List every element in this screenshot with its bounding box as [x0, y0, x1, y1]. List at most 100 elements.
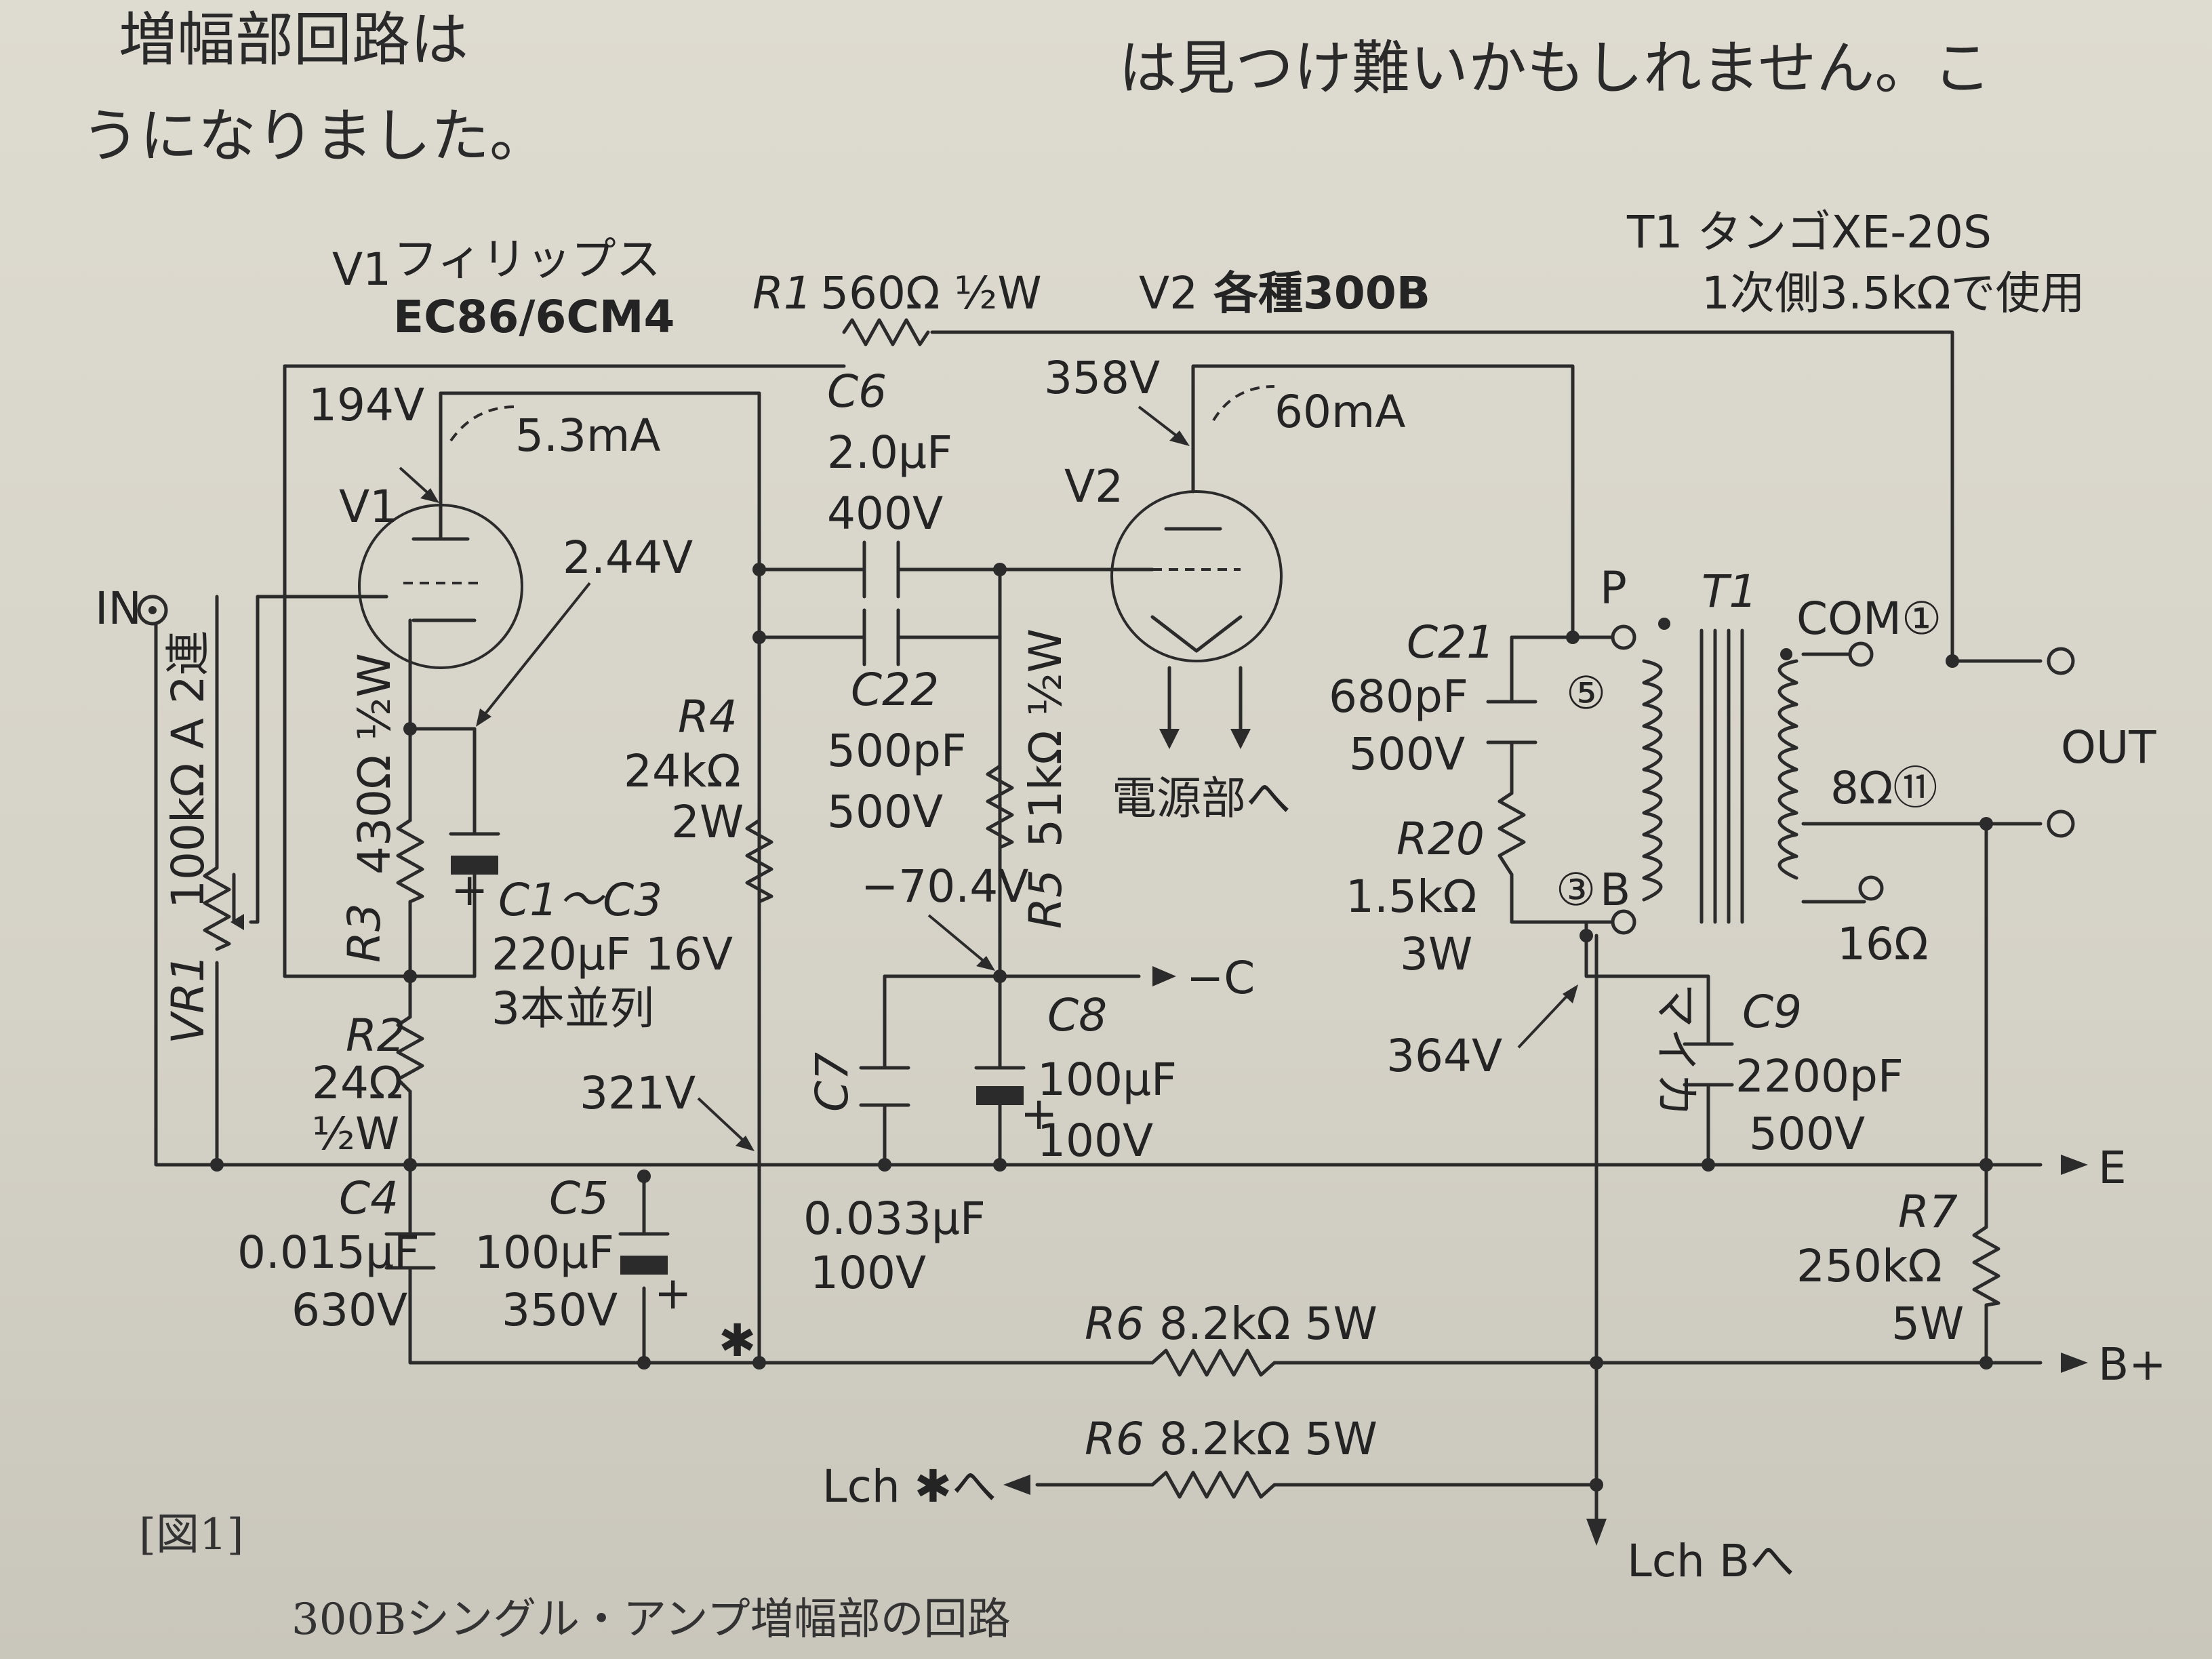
- c8-voltage: 100V: [1037, 1115, 1153, 1167]
- v1-plate-current: 5.3mA: [515, 409, 660, 462]
- r7-value: 250kΩ: [1796, 1240, 1942, 1292]
- t1-pin-5: ⑤: [1566, 667, 1606, 719]
- r7-power: 5W: [1891, 1298, 1964, 1350]
- t1-title: T1 タンゴXE-20S: [1626, 206, 1992, 258]
- arrow-e: [2061, 1155, 2088, 1175]
- capacitor-c21: [1486, 700, 1537, 744]
- t1-pin-p: P: [1600, 562, 1627, 614]
- c8-value: 100μF: [1037, 1054, 1177, 1106]
- c1-c3-ref: C1〜C3: [498, 874, 662, 926]
- v2-heater-label: 電源部へ: [1112, 772, 1291, 824]
- tube-v1: [357, 504, 523, 669]
- arrow-b-plus: [2061, 1353, 2088, 1373]
- r6b-value: 8.2kΩ 5W: [1159, 1413, 1378, 1465]
- c5-value: 100μF: [475, 1226, 614, 1279]
- resistor-r7: [1972, 1225, 2000, 1307]
- r20-ref: R20: [1396, 813, 1485, 865]
- r2-power: ½W: [312, 1108, 399, 1160]
- arrow-lch-star: [1003, 1475, 1030, 1495]
- c7-ref: C7: [806, 1052, 858, 1112]
- r6b-ref: R6: [1085, 1413, 1144, 1465]
- figure-number: [図1]: [139, 1510, 244, 1560]
- resistor-r6a: [1150, 1348, 1290, 1377]
- resistor-r3: [396, 818, 424, 904]
- r1-value: 560Ω ½W: [820, 267, 1042, 319]
- capacitor-c5: +: [618, 1232, 691, 1319]
- r2-ref: R2: [346, 1010, 405, 1062]
- c5-ref: C5: [549, 1172, 609, 1224]
- t1-tap-16: 16Ω: [1837, 918, 1928, 970]
- c6-voltage: 400V: [827, 487, 943, 540]
- t1-note: 1次側3.5kΩで使用: [1702, 267, 2085, 319]
- c7-value: 0.033μF: [803, 1193, 986, 1245]
- out-terminal-8: [2047, 809, 2075, 838]
- star-marker: ✱: [719, 1315, 756, 1367]
- r4-value: 24kΩ: [624, 745, 741, 797]
- r7-ref: R7: [1898, 1186, 1958, 1238]
- out-label: OUT: [2061, 721, 2156, 774]
- transformer-terminals: [1611, 624, 1884, 935]
- r5-value: 51kΩ ½W: [1020, 628, 1072, 847]
- c4-value: 0.015μF: [237, 1226, 420, 1279]
- c6-value: 2.0μF: [827, 426, 952, 479]
- v2-type-label: 各種300B: [1213, 267, 1430, 319]
- v2-title-ref: V2: [1139, 267, 1198, 319]
- resistor-r5: [986, 764, 1014, 850]
- t1-com: COM①: [1796, 593, 1942, 645]
- prose-line1-right: は見つけ難いかもしれません。こ: [1119, 35, 1991, 102]
- c1-c3-note: 3本並列: [491, 982, 654, 1035]
- capacitor-c1-c3: +: [449, 832, 500, 916]
- arrow-lch-b: [1586, 1519, 1607, 1546]
- r20-value: 1.5kΩ: [1346, 871, 1477, 923]
- capacitor-c9: [1683, 1042, 1734, 1087]
- c22-voltage: 500V: [827, 786, 943, 838]
- v1-ref-label: V1: [339, 481, 398, 533]
- resistor-r20: [1497, 791, 1526, 877]
- c22-value: 500pF: [827, 725, 967, 777]
- b-plus-364-voltage: 364V: [1386, 1030, 1502, 1082]
- svg-text:+: +: [654, 1267, 691, 1319]
- r3-value: 430Ω ½W: [348, 653, 401, 875]
- v1-cathode-voltage: 2.44V: [563, 532, 693, 584]
- c7-voltage: 100V: [810, 1247, 926, 1299]
- r20-power: 3W: [1400, 928, 1472, 980]
- r5-ref: R5: [1020, 869, 1072, 929]
- c9-type: マイカ: [1650, 983, 1702, 1117]
- c9-value: 2200pF: [1735, 1050, 1904, 1102]
- b-plus-321-voltage: 321V: [580, 1067, 696, 1119]
- r2-value: 24Ω: [312, 1057, 403, 1109]
- v1-title-ref: V1: [332, 243, 391, 296]
- resistor-r4: [745, 818, 773, 904]
- c8-ref: C8: [1047, 989, 1107, 1041]
- t1-pin-b: B: [1600, 864, 1630, 916]
- junction-dots: [210, 563, 1993, 1492]
- c9-ref: C9: [1742, 986, 1802, 1038]
- r4-ref: R4: [678, 691, 738, 743]
- wiring: [154, 330, 2043, 1521]
- v2-plate-current: 60mA: [1274, 386, 1405, 438]
- resistor-r6b: [1150, 1471, 1290, 1499]
- capacitor-c8: +: [974, 1066, 1058, 1140]
- capacitor-c7: [859, 1066, 910, 1107]
- v1-type-label: EC86/6CM4: [393, 291, 675, 343]
- c4-voltage: 630V: [291, 1284, 407, 1336]
- lch-b-label: Lch Bへ: [1627, 1535, 1794, 1587]
- transformer-t1: [1642, 618, 1798, 924]
- grid-bias-voltage: −70.4V: [861, 860, 1028, 913]
- svg-text:+: +: [451, 864, 488, 916]
- tube-v2: [1110, 490, 1283, 662]
- b-plus-label: B+: [2098, 1338, 2167, 1391]
- v2-ref-label: V2: [1064, 460, 1123, 513]
- prose-line1-left: 増幅部回路は: [119, 6, 468, 74]
- capacitor-c4: [384, 1232, 436, 1270]
- figure-caption: 300Bシングル・アンプ増幅部の回路: [291, 1595, 1011, 1645]
- e-label: E: [2098, 1142, 2127, 1194]
- terminal-in: [137, 595, 168, 626]
- capacitor-c6: [862, 540, 900, 599]
- c21-voltage: 500V: [1349, 728, 1465, 780]
- c6-ref: C6: [827, 365, 887, 418]
- v1-maker-label: フィリップス: [393, 233, 661, 285]
- prose-line2-left: うになりました。: [81, 102, 548, 170]
